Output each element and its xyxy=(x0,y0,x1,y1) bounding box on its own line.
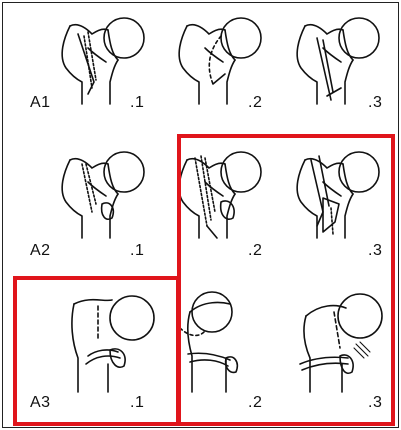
subtype-label-a3-3: .3 xyxy=(368,394,382,412)
subtype-label-a1-3: .3 xyxy=(368,94,382,112)
subtype-label-a1-1: .1 xyxy=(130,94,144,112)
subtype-label-a1-2: .2 xyxy=(248,94,262,112)
femur-a2-3 xyxy=(297,152,379,238)
femur-a1-3 xyxy=(297,18,379,104)
femur-a1-1 xyxy=(62,18,144,104)
femur-a2-2 xyxy=(179,152,261,238)
row-label-a2: A2 xyxy=(30,242,51,260)
subtype-label-a2-1: .1 xyxy=(130,242,144,260)
subtype-label-a2-2: .2 xyxy=(248,242,262,260)
femur-a2-1 xyxy=(62,152,144,238)
subtype-label-a3-2: .2 xyxy=(248,394,262,412)
row-label-a3: A3 xyxy=(30,394,51,412)
femur-a3-2 xyxy=(180,292,237,392)
femur-a3-3 xyxy=(300,294,382,392)
femur-a3-1 xyxy=(72,296,154,392)
row-label-a1: A1 xyxy=(30,94,51,112)
femur-a1-2 xyxy=(179,18,261,104)
subtype-label-a3-1: .1 xyxy=(130,394,144,412)
subtype-label-a2-3: .3 xyxy=(368,242,382,260)
